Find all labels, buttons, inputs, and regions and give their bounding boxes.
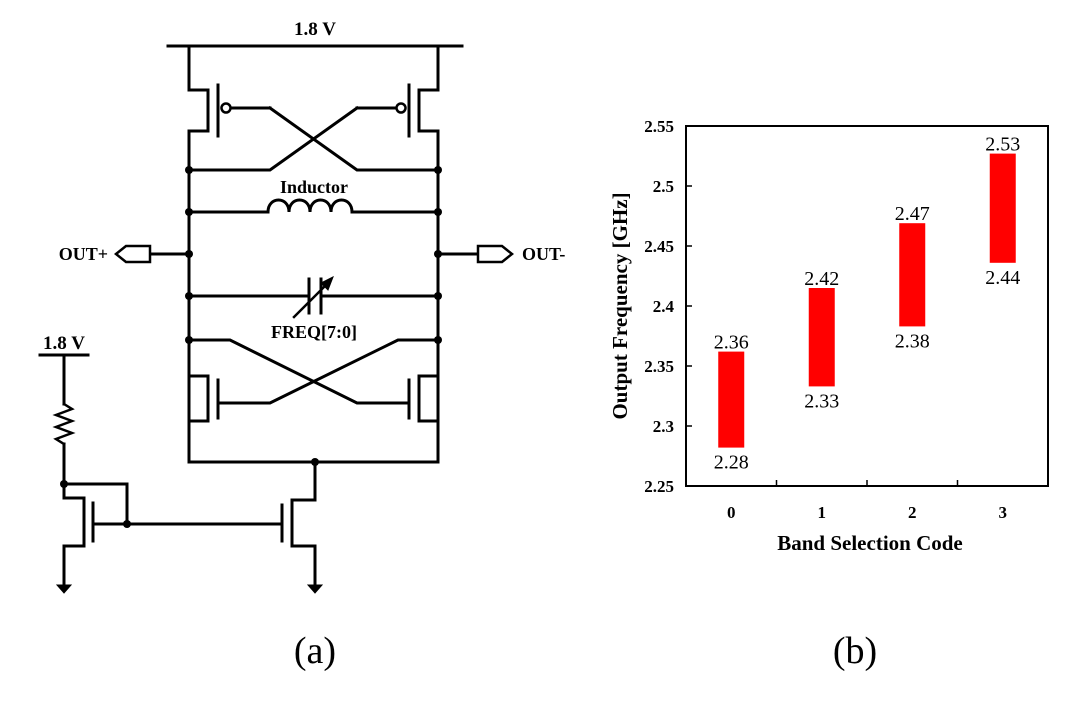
nmos-right-transistor xyxy=(396,374,440,423)
vdd-top-label: 1.8 V xyxy=(294,19,336,40)
junction-dots xyxy=(60,166,442,528)
bar-low-label: 2.38 xyxy=(895,330,930,352)
resistor xyxy=(52,402,76,446)
y-tick-label: 2.4 xyxy=(653,297,675,316)
pmos-right-source-wire xyxy=(417,44,440,92)
range-bar xyxy=(808,288,835,387)
range-bar xyxy=(899,223,926,327)
x-axis-title: Band Selection Code xyxy=(777,531,963,555)
out-plus-label: OUT+ xyxy=(59,244,108,264)
mirror-nmos-right-transistor xyxy=(280,486,317,587)
pmos-left-transistor xyxy=(187,83,272,176)
out-plus-port-icon xyxy=(113,244,152,264)
y-tick-label: 2.5 xyxy=(653,177,674,196)
bars xyxy=(718,153,1016,448)
inductor-label: Inductor xyxy=(280,177,348,197)
x-axis-ticks: 0 1 2 3 xyxy=(727,480,1007,522)
caption-a: (a) xyxy=(294,630,336,672)
out-minus-label: OUT- xyxy=(522,244,565,264)
y-tick-label: 2.35 xyxy=(644,357,674,376)
x-tick-label: 0 xyxy=(727,503,736,522)
vdd-left-label: 1.8 V xyxy=(43,333,85,354)
varactor-capacitor xyxy=(292,275,334,319)
pmos-cross-wire-b xyxy=(187,105,360,172)
ground-right-icon xyxy=(306,584,324,594)
x-tick-label: 1 xyxy=(818,503,827,522)
ground-left-icon xyxy=(55,584,73,594)
bar-high-label: 2.36 xyxy=(714,332,749,354)
range-bar xyxy=(989,153,1016,263)
bar-high-label: 2.42 xyxy=(804,268,839,290)
data-labels: 2.36 2.28 2.42 2.33 2.47 2.38 2.53 2.44 xyxy=(714,134,1021,474)
caption-b: (b) xyxy=(833,630,877,672)
y-axis-title: Output Frequency [GHz] xyxy=(608,192,632,419)
bar-high-label: 2.53 xyxy=(985,134,1020,156)
bar-low-label: 2.28 xyxy=(714,452,749,474)
bar-low-label: 2.33 xyxy=(804,390,839,412)
nmos-cross-wire-a xyxy=(187,338,400,405)
range-bar xyxy=(718,351,745,448)
out-minus-port-icon xyxy=(476,244,515,264)
pmos-right-transistor xyxy=(355,83,440,176)
pmos-cross-wire-a xyxy=(267,105,440,172)
x-tick-label: 3 xyxy=(999,503,1008,522)
y-tick-label: 2.25 xyxy=(644,477,674,496)
x-tick-label: 2 xyxy=(908,503,917,522)
mirror-nmos-left-transistor xyxy=(62,482,129,587)
y-tick-label: 2.55 xyxy=(644,117,674,136)
nmos-left-transistor xyxy=(187,374,225,423)
vco-schematic: 1.8 V Inductor xyxy=(38,19,565,672)
pmos-left-source-wire xyxy=(187,44,210,92)
y-tick-label: 2.3 xyxy=(653,417,674,436)
y-tick-label: 2.45 xyxy=(644,237,674,256)
varactor-label: FREQ[7:0] xyxy=(271,322,357,342)
y-axis-ticks: 2.25 2.3 2.35 2.4 2.45 2.5 2.55 xyxy=(644,117,692,496)
inductor-coil xyxy=(266,198,354,214)
nmos-cross-wire-b xyxy=(221,338,440,405)
bar-low-label: 2.44 xyxy=(985,267,1020,289)
bar-high-label: 2.47 xyxy=(895,203,930,225)
